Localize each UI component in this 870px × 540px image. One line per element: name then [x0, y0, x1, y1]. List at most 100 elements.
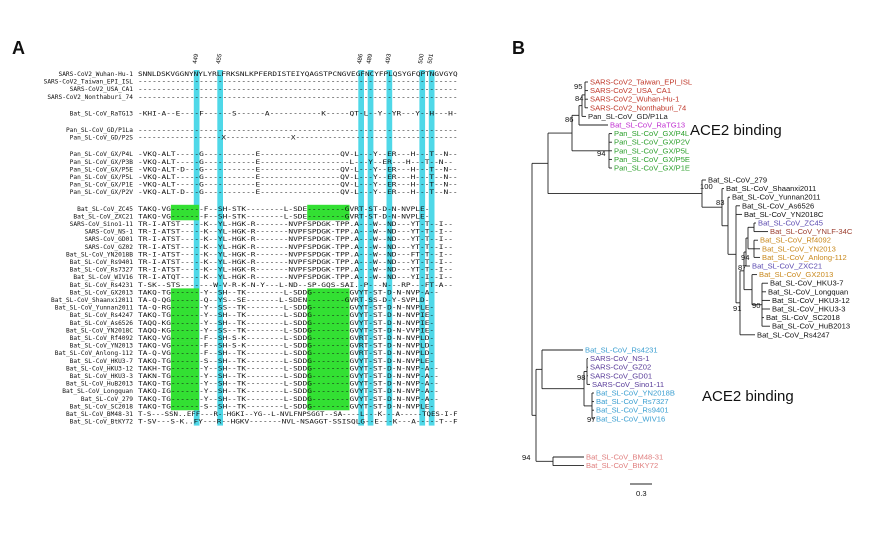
sequence-residues: TAKQ-IG-------Y--SH--TK--------L-SDDG---…: [138, 388, 439, 395]
tree-leaf-label: Bat_SL-CoV_GX2013: [759, 270, 833, 279]
sequence-residues: TAQQ-KG-------Y--SH--TK--------L-SDDG---…: [138, 320, 434, 327]
green-block: [170, 204, 200, 213]
sequence-residues: TA-Q-QG-------Q--YS--SE-------L-SDEN----…: [138, 297, 429, 304]
sequence-name: Bat_SL-CoV_Rs9401: [70, 259, 134, 266]
tree-leaf-label: SARS-CoV2_USA_CA1: [590, 86, 671, 95]
bootstrap-value: 95: [574, 82, 582, 91]
sequence-residues: ----------------------------------------…: [138, 86, 458, 93]
position-label: 486: [357, 53, 365, 65]
bootstrap-value: 86: [565, 115, 573, 124]
tree-leaf-label: SARS-CoV_GD01: [590, 371, 652, 380]
sequence-residues: TAKQ-TG-------Y--SH--TK--------L-SDDG---…: [138, 312, 434, 319]
highlight-column: [367, 70, 374, 426]
sequence-name: Bat_SL-CoV_Shaanxi2011: [51, 297, 133, 304]
ace2-annotation-top: ACE2 binding: [690, 122, 782, 139]
sequence-residues: TAKQ-TG-------Y--SH--TK--------L-SDDG---…: [138, 396, 439, 403]
bootstrap-value: 91: [733, 304, 741, 313]
position-label: 493: [385, 53, 393, 65]
tree-leaf-label: Bat_SL-CoV_YNLF-34C: [770, 227, 853, 236]
ace2-annotation-bottom: ACE2 binding: [702, 388, 794, 405]
tree-leaf-label: Bat_SL-CoV_Anlong-112: [762, 253, 847, 262]
sequence-name: Bat_SL-CoV_BM48-31: [66, 411, 133, 418]
green-block: [307, 379, 350, 388]
highlight-column: [428, 70, 435, 426]
sequence-name: Pan_SL-CoV_GX/P5L: [70, 174, 134, 181]
sequence-name: Bat_SL-CoV_YN2018C: [66, 327, 133, 334]
green-block: [170, 364, 200, 373]
sequence-name: Bat_SL-CoV_Rf4092: [70, 335, 134, 342]
green-block: [307, 288, 350, 297]
tree-leaf-label: Bat_SL-CoV_RaTG13: [610, 121, 685, 130]
green-block: [170, 394, 200, 403]
tree-leaf-label: Pan_SL-CoV_GX/P5L: [614, 146, 689, 155]
sequence-residues: TAKQ-VG-------F--SH-STK--------L-SDE----…: [138, 206, 429, 213]
sequence-name: Bat_SL-CoV_SC2018: [70, 403, 134, 410]
sequence-residues: -VKQ-ALT-----G-----------E--------------…: [138, 151, 458, 158]
sequence-name: Bat_SL-CoV_As6526: [70, 320, 134, 327]
sequence-residues: TAKQ-TG-------Y--SH--TK--------L-SDDG---…: [138, 381, 439, 388]
green-block: [170, 212, 200, 221]
green-block: [170, 372, 200, 380]
sequence-name: Pan_SL-CoV_GX/P1E: [70, 182, 134, 189]
sequence-residues: TAKN-TG-------Y--SH--TK--------L-SDDG---…: [138, 373, 439, 380]
sequence-residues: TR-I-ATST-----K--YL-HGK-R-------NVPFSPDG…: [138, 229, 453, 236]
green-block: [170, 303, 200, 312]
sequence-residues: ----------------------------------------…: [138, 94, 458, 101]
sequence-residues: T-SK--STS-------W-V-R-K-N-Y---L-ND--SP-G…: [138, 282, 453, 289]
sequence-name: SARS-CoV_GD01: [85, 236, 134, 243]
green-block: [307, 372, 350, 380]
tree-leaf-label: Bat_SL-CoV_ZC45: [758, 219, 823, 228]
tree-leaf-label: Bat_SL-CoV_Rs7327: [596, 397, 669, 406]
sequence-name: Bat_SL-CoV_HKU3-12: [66, 365, 133, 372]
green-block: [307, 402, 350, 411]
tree-leaf-label: SARS-CoV_NS-1: [590, 354, 650, 363]
sequence-name: SARS-CoV_Sino1-11: [70, 221, 134, 228]
tree-leaf-label: Pan_SL-CoV_GX/P2V: [614, 138, 691, 147]
position-label: 449: [192, 53, 200, 65]
sequence-name: Bat_SL-CoV_ZC45: [77, 206, 133, 213]
green-block: [307, 394, 350, 403]
tree-leaf-label: Bat_SL-CoV_Rs9401: [596, 406, 669, 415]
sequence-name: Bat_SL-CoV_HKU3-7: [70, 358, 134, 365]
tree-leaf-label: Bat_SL-CoV_HKU3-7: [770, 279, 843, 288]
sequence-name: Pan_SL-CoV_GD/P1La: [66, 127, 133, 134]
green-block: [307, 311, 350, 320]
green-block: [307, 296, 350, 304]
sequence-name: Bat_SL-CoV_YN2018B: [66, 251, 133, 258]
position-label: 500: [418, 53, 426, 65]
green-block: [170, 356, 200, 365]
green-block: [307, 334, 350, 342]
sequence-name: Pan_SL-CoV_GX/P3B: [70, 159, 134, 166]
tree-leaf-label: Bat_SL-CoV_Rf4092: [760, 236, 831, 245]
sequence-residues: TA-Q-RG-------Y--SS--TK--------L-SDDG---…: [138, 305, 434, 312]
sequence-name: Bat_SL-CoV_Rs4247: [70, 312, 134, 319]
position-label: 489: [366, 53, 374, 65]
sequence-residues: TAKQ-TG-------S--SH--TK--------L-SDDG---…: [138, 358, 434, 365]
green-block: [170, 334, 200, 342]
position-label: 455: [216, 53, 224, 65]
tree-leaf-label: Bat_SL-CoV_BM48-31: [586, 453, 663, 462]
sequence-name: SARS-CoV_NS-1: [85, 229, 134, 236]
sequence-name: Bat_SL-CoV_RaTG13: [70, 110, 134, 117]
bootstrap-value: 84: [575, 94, 583, 103]
tree-leaf-label: SARS-CoV_GZ02: [590, 363, 651, 372]
green-block: [307, 341, 350, 350]
sequence-residues: -VKQ-ALT-----G-----------E--------------…: [138, 159, 453, 166]
tree-leaf-label: Pan_SL-CoV_GD/P1La: [588, 112, 669, 121]
sequence-name: Bat_SL-CoV_YN2013: [70, 343, 134, 350]
tree-leaf-label: SARS-CoV2_Wuhan-Hu-1: [590, 95, 679, 104]
green-block: [170, 296, 200, 304]
sequence-residues: ----------------------------------------…: [138, 127, 458, 134]
sequence-residues: SNNLDSKVGGNYNYLYRLFRKSNLKPFERDISTEIYQAGS…: [138, 71, 458, 78]
sequence-residues: TR-I-ATST-----K--YL-HGK-R-------NVPFSPDG…: [138, 221, 453, 228]
sequence-residues: -VKQ-ALT-----G-----------E--------------…: [138, 182, 458, 189]
green-block: [307, 349, 350, 358]
sequence-residues: TR-I-ATST-----K--YL-HGK-R-------NVPFSPDG…: [138, 259, 453, 266]
sequence-residues: TAKQ-VG-------F--SH-S-K--------L-SDDG---…: [138, 343, 434, 350]
green-block: [307, 387, 350, 396]
green-block: [170, 341, 200, 350]
sequence-name: Bat_SL-CoV_HuB2013: [66, 381, 133, 388]
sequence-residues: ----------------------------------------…: [138, 79, 458, 86]
bootstrap-value: 83: [716, 198, 724, 207]
